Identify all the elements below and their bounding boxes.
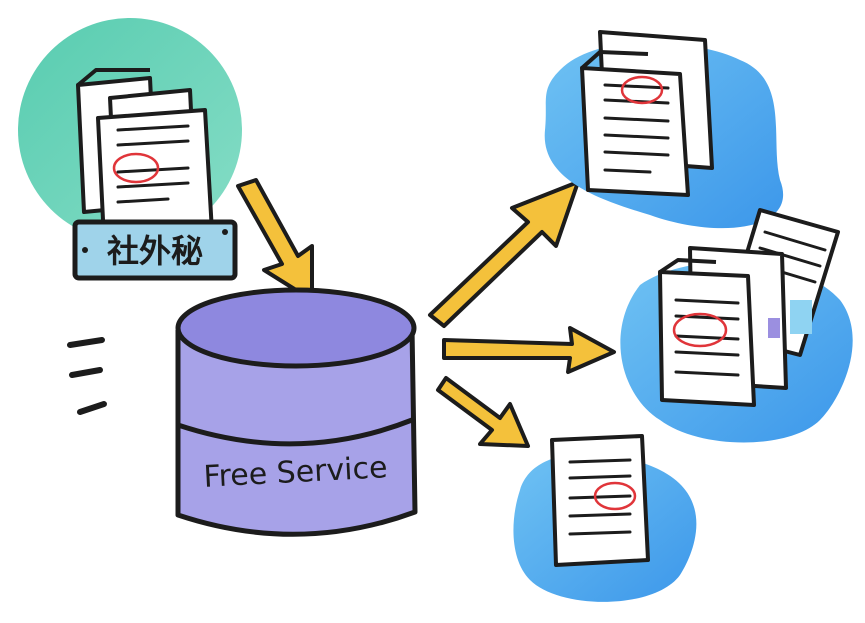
- red-circle-annotation-icon: [672, 312, 728, 348]
- arrow-down-icon: [436, 376, 530, 448]
- inbound-arrow-icon: [236, 178, 314, 302]
- outbound-arrows: [428, 180, 616, 448]
- output-group-3: [513, 434, 697, 602]
- motion-lines-icon: [67, 337, 107, 415]
- arrow-up-icon: [428, 180, 580, 328]
- output-group-1: [544, 30, 784, 229]
- red-circle-annotation-icon: [593, 481, 637, 511]
- output-document-stack-icon-2: [658, 208, 840, 407]
- arrow-right-icon: [442, 326, 616, 374]
- red-circle-annotation-icon: [620, 75, 664, 105]
- source-group: 社外秘: [18, 18, 242, 281]
- output-document-icon-3: [550, 434, 650, 567]
- confidential-stamp: 社外秘: [72, 219, 238, 281]
- database-cylinder-icon: Free Service: [175, 287, 418, 537]
- confidential-stamp-label: 社外秘: [107, 232, 203, 270]
- red-circle-annotation-icon: [112, 152, 160, 184]
- output-group-2: [620, 208, 853, 443]
- output-document-stack-icon-1: [580, 30, 714, 197]
